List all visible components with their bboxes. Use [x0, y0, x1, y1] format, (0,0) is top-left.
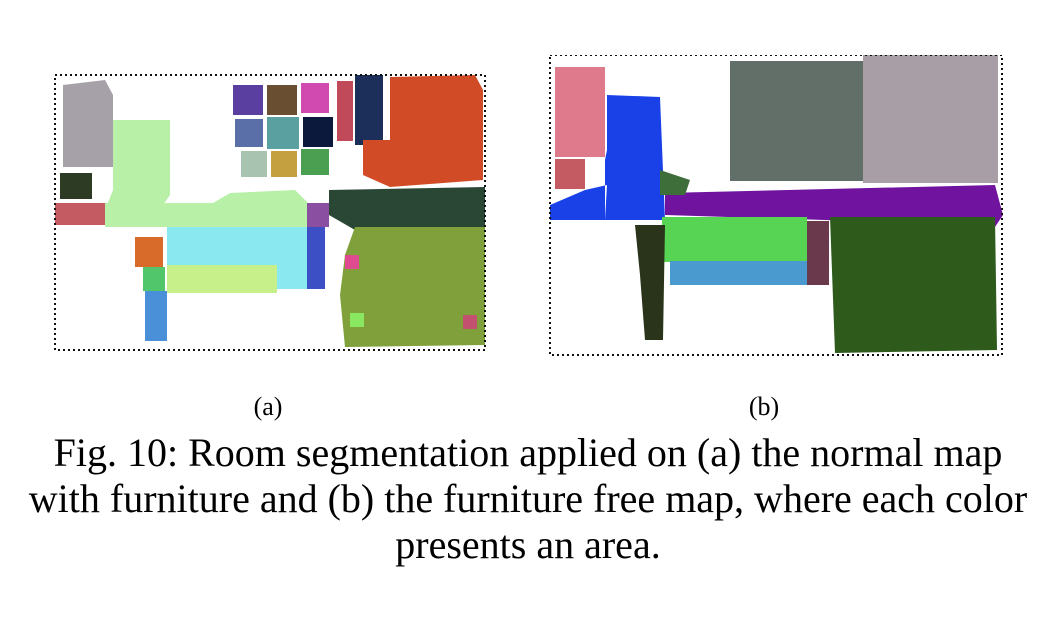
region — [307, 203, 329, 227]
region — [670, 261, 810, 285]
region — [660, 170, 690, 195]
region — [550, 95, 665, 220]
region — [167, 265, 277, 293]
region — [807, 221, 829, 285]
region — [135, 237, 163, 267]
region — [340, 227, 485, 347]
region — [555, 67, 605, 157]
subfigure-label-b: (b) — [748, 392, 780, 421]
region — [267, 85, 297, 115]
map-b-walls — [549, 55, 1003, 356]
region — [662, 217, 807, 262]
map-a-walls — [54, 74, 486, 351]
region — [271, 151, 297, 177]
region — [55, 203, 110, 225]
region — [241, 151, 267, 177]
region — [307, 227, 325, 289]
region — [267, 117, 299, 149]
region — [303, 117, 333, 147]
region — [235, 119, 263, 147]
region — [233, 85, 263, 115]
region — [301, 83, 329, 113]
region — [329, 187, 485, 230]
region — [345, 255, 359, 269]
region — [363, 75, 483, 187]
region — [665, 185, 1003, 227]
region — [63, 80, 113, 167]
subfigure-label-a: (a) — [253, 392, 283, 421]
region — [355, 75, 383, 145]
region — [730, 61, 865, 181]
region — [60, 173, 92, 199]
region — [350, 313, 364, 327]
region — [830, 217, 997, 353]
map-a-regions — [55, 75, 485, 347]
region — [107, 120, 170, 227]
region — [635, 225, 665, 340]
region — [463, 315, 477, 329]
figure-caption: Fig. 10: Room segmentation applied on (a… — [28, 430, 1028, 567]
map-b-regions — [550, 55, 1003, 353]
region — [863, 55, 998, 183]
region — [301, 149, 329, 175]
segmented-map-furniture-free — [549, 55, 1003, 356]
region — [143, 267, 165, 291]
segmented-map-with-furniture — [54, 74, 486, 351]
region — [145, 291, 167, 341]
region — [105, 190, 310, 227]
region — [555, 159, 585, 189]
region — [337, 81, 353, 141]
